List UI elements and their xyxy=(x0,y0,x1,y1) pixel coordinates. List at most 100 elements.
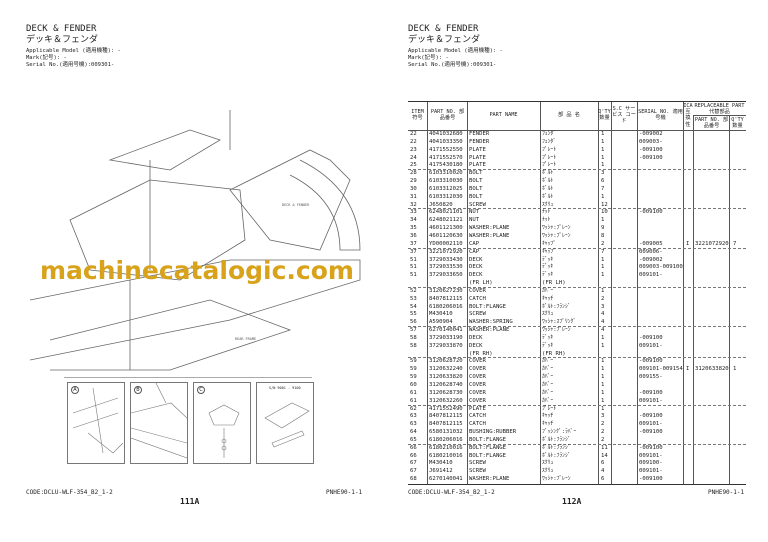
right-ref: PNHE90-1-1 xyxy=(708,489,745,496)
detail-a: A xyxy=(67,382,125,464)
cell-qty: 7 xyxy=(601,248,605,255)
cell-part-no: 3120632260 xyxy=(429,397,463,404)
cell-part-name: WASHER:PLANE xyxy=(469,232,510,239)
cell-jp-name: ﾜｯｼｬ:ﾌﾟﾚｰﾝ xyxy=(542,232,571,239)
cell-part-no: 6248021101 xyxy=(429,209,463,216)
cell-qty: 2 xyxy=(601,429,605,436)
cell-jp-name: ｷｬｯﾌﾟ xyxy=(542,248,556,255)
cell-jp-name: ｶﾊﾞｰ xyxy=(542,287,554,294)
cell-item: 24 xyxy=(410,154,417,161)
cell-jp-name: ｶﾊﾞｰ xyxy=(542,366,554,373)
cell-part-no: 6270140041 xyxy=(429,476,463,483)
cell-qty: 11 xyxy=(601,444,608,451)
cell-qty: 1 xyxy=(601,131,605,137)
cell-item: 25 xyxy=(410,162,417,169)
cell-item: 37 xyxy=(410,248,417,255)
cell-serial: 009101- xyxy=(639,397,663,404)
cell-part-name: WASHER:PLANE xyxy=(469,476,510,483)
cell-part-name: BOLT xyxy=(469,185,483,192)
cell-item: 51 xyxy=(410,256,417,263)
cell-jp-name: ｽｸﾘｭ xyxy=(542,468,554,475)
cell-serial: -009002 xyxy=(639,256,663,263)
diagram-label-rear-frame: REAR FRAME xyxy=(235,337,257,341)
cell-serial: 009006- xyxy=(639,248,663,255)
cell-serial: -009002 xyxy=(639,131,663,137)
exploded-diagram xyxy=(30,110,361,371)
cell-qty: 2 xyxy=(601,421,605,428)
cell-part-no: 4601121300 xyxy=(429,225,463,232)
cell-jp-name: ｽｸﾘｭ xyxy=(542,311,554,318)
header-serial: SERIAL NO. 適用号機 xyxy=(638,109,683,122)
cell-qty: 1 xyxy=(601,334,605,341)
cell-part-name: COVER xyxy=(469,397,486,404)
cell-jp-name: ﾌﾟﾚｰﾄ xyxy=(542,154,556,161)
cell-part-no: 8407812115 xyxy=(429,295,463,302)
cell-repl-part-no: 3221072920 xyxy=(695,240,729,247)
header-repl-qty: Q'TY 数量 xyxy=(731,117,744,130)
cell-part-no: 6180210016 xyxy=(429,444,463,451)
cell-jp-name: ﾜｯｼｬ:ｽﾌﾟﾘﾝｸﾞ xyxy=(542,319,577,326)
cell-item: 61 xyxy=(410,389,417,396)
cell-jp-name: ﾌﾟﾚｰﾄ xyxy=(542,405,556,412)
cell-part-name: COVER xyxy=(469,389,486,396)
cell-part-no: 6180206016 xyxy=(429,436,463,443)
cell-item: 67 xyxy=(410,468,417,475)
cell-serial: -009100 xyxy=(639,146,663,153)
cell-part-name: FENDER xyxy=(469,131,490,137)
cell-item: 55 xyxy=(410,311,417,318)
cell-item: 60 xyxy=(410,382,417,388)
cell-part-no: 4041032680 xyxy=(429,131,463,137)
cell-serial: -009100 xyxy=(639,413,663,420)
cell-repl-part-no: 3120633820 xyxy=(695,366,729,373)
header-part-name: PART NAME xyxy=(489,112,518,118)
cell-serial: 009003-009100 xyxy=(639,264,683,271)
cell-part-name: WASHER:PLANE xyxy=(469,327,510,334)
cell-part-no: A590904 xyxy=(429,319,453,326)
cell-item: 52 xyxy=(410,287,417,294)
cell-jp-name: (FR LH) xyxy=(542,280,566,287)
cell-part-name: COVER xyxy=(469,382,486,388)
cell-qty: 1 xyxy=(601,217,605,224)
cell-jp-name: ﾃﾞｯｷ xyxy=(542,334,554,341)
cell-part-name: BOLT:FLANGE xyxy=(469,444,507,451)
header-replaceable: REPLACEABLE PART 代替部品 xyxy=(693,102,746,116)
cell-ica: I xyxy=(686,366,690,373)
header-qty: Q'TY 数量 xyxy=(598,109,611,122)
cell-item: 58 xyxy=(410,334,417,341)
cell-part-no: 4171552550 xyxy=(429,146,463,153)
cell-item: 23 xyxy=(410,146,417,153)
cell-qty: 1 xyxy=(601,405,605,412)
cell-jp-name: ﾜｯｼｬ:ﾌﾟﾚｰﾝ xyxy=(542,225,571,232)
cell-jp-name: ﾅｯﾄ xyxy=(542,209,551,216)
cell-item: 22 xyxy=(410,138,417,145)
cell-item: 54 xyxy=(410,303,417,310)
cell-qty: 1 xyxy=(601,264,605,271)
cell-jp-name: ﾜｯｼｬ:ﾌﾟﾚｰﾝ xyxy=(542,476,571,483)
cell-item: 37 xyxy=(410,240,417,247)
left-serial: Serial No.(適用号機):009301- xyxy=(26,62,115,68)
cell-item: 53 xyxy=(410,295,417,302)
detail-serial-note: S/N 9001 - 9100 xyxy=(269,386,301,390)
cell-part-name: PLATE xyxy=(469,405,486,412)
detail-c: C xyxy=(193,382,251,464)
cell-jp-name: ﾌﾟﾚｰﾄ xyxy=(542,146,556,153)
cell-item: 51 xyxy=(410,264,417,271)
cell-item: 62 xyxy=(410,405,417,412)
cell-part-no: J650820 xyxy=(429,201,453,208)
cell-qty: 1 xyxy=(601,193,605,200)
cell-jp-name: ｷｬｯﾌﾟ xyxy=(542,240,556,247)
cell-part-no: 3120628730 xyxy=(429,389,463,396)
